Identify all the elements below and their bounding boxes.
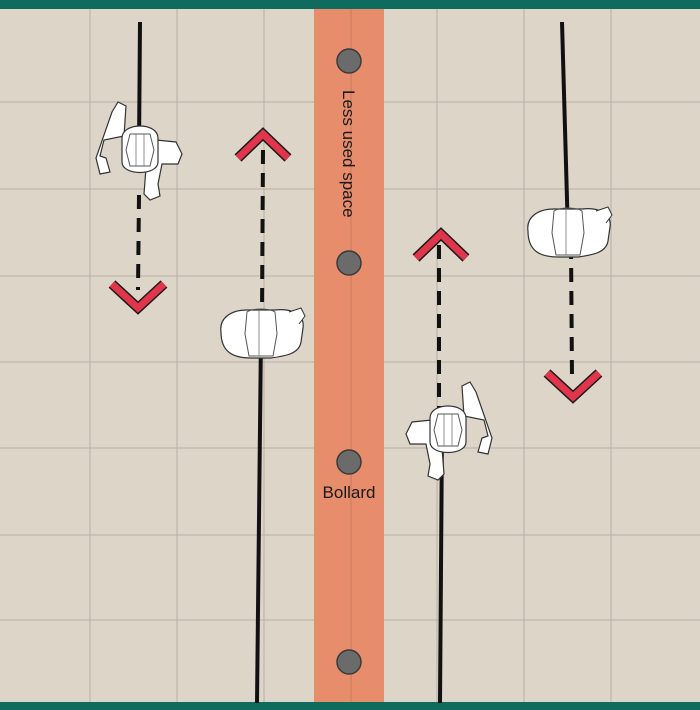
less-used-strip — [314, 9, 384, 703]
projected-paths — [136, 149, 574, 415]
bottom-border — [0, 702, 700, 710]
top-border — [0, 0, 700, 9]
bollard-label: Bollard — [323, 483, 376, 502]
strip-label: Less used space — [339, 90, 358, 218]
bollard-2 — [336, 250, 362, 276]
pedestrian-standing-mid — [220, 307, 306, 359]
pedestrian-standing-far — [527, 206, 613, 258]
bollard-3 — [336, 449, 362, 475]
direction-arrows — [108, 127, 603, 404]
bollard-4 — [336, 649, 362, 675]
bollard-1 — [336, 48, 362, 74]
